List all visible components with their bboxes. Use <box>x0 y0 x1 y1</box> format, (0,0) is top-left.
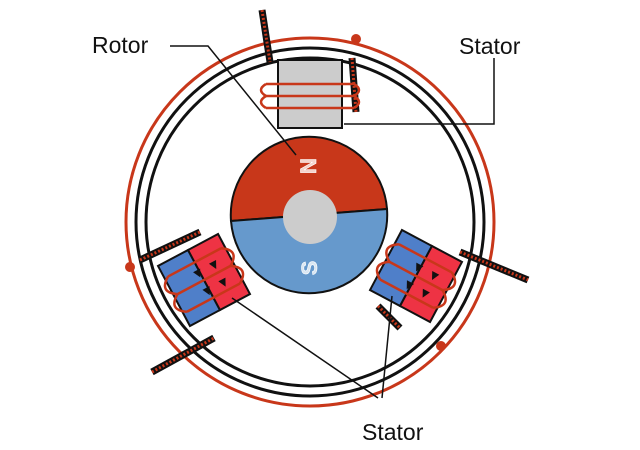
junction-dot-top <box>351 34 361 44</box>
outer-wire-loop <box>124 36 496 408</box>
stator-bottom-leader-left <box>231 297 379 399</box>
stator-top-core <box>277 59 343 129</box>
rotor-north-half <box>229 135 389 223</box>
rotor-south-letter: S <box>297 261 322 276</box>
label-rotor: Rotor <box>92 32 149 58</box>
leader-lines <box>170 45 495 399</box>
stator-top <box>259 59 361 129</box>
stator-bottom-leader-right <box>381 295 393 399</box>
housing-outer-ring <box>134 46 486 398</box>
housing-inner-ring <box>144 56 476 388</box>
label-stator-bottom: Stator <box>362 419 424 445</box>
stator-right <box>368 228 464 324</box>
rotor-leader <box>170 45 297 156</box>
rotor-shaft <box>283 190 337 244</box>
rotor: N S <box>229 135 389 295</box>
lead-wires <box>138 9 530 376</box>
rotor-north-letter: N <box>296 158 321 174</box>
label-stator-top: Stator <box>459 33 521 59</box>
rotor-south-half <box>229 207 389 295</box>
junction-dot-left <box>125 262 135 272</box>
stator-left <box>156 232 252 328</box>
stator-top-coil <box>259 82 361 110</box>
junction-dot-right <box>436 341 446 351</box>
stator-top-leader <box>344 58 495 125</box>
